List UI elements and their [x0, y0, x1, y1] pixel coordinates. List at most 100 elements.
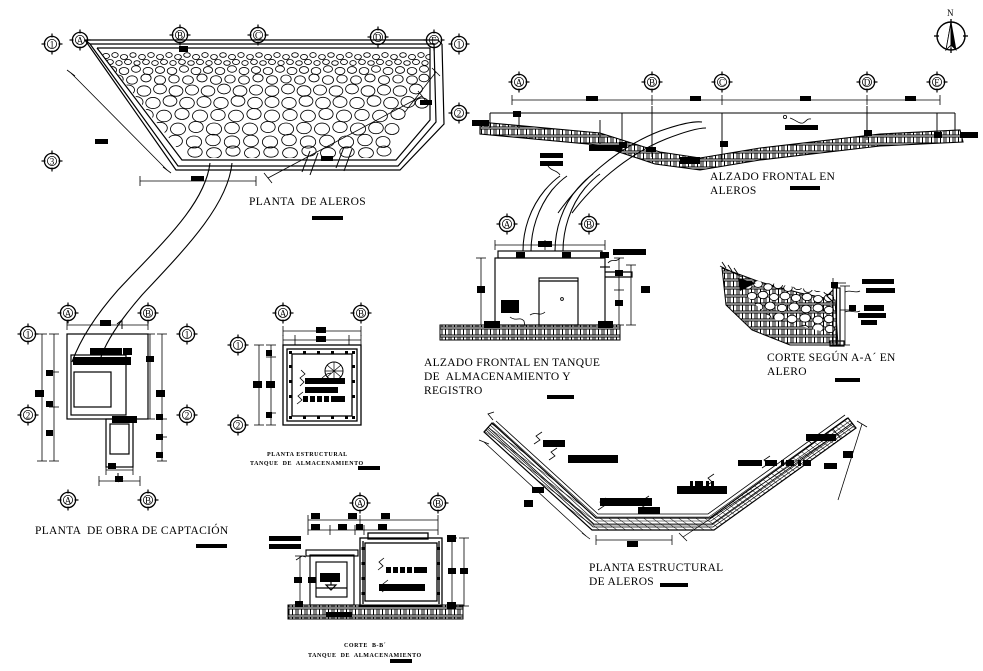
view-planta-obra-captacion: A B A B 1 2 1 2: [16, 301, 199, 512]
svg-text:B: B: [177, 31, 183, 41]
title-estr-aleros-line1: PLANTA ESTRUCTURAL: [589, 562, 724, 574]
svg-text:C: C: [255, 31, 261, 41]
svg-text:A: A: [77, 36, 84, 46]
corte-bb-ground: [287, 604, 464, 620]
estr-aleros-rebar-lines: [486, 417, 854, 526]
title-underline-estr-aleros: [660, 583, 688, 587]
svg-text:A: A: [504, 220, 511, 230]
rubble-stone-fill: [100, 52, 430, 158]
svg-text:B: B: [145, 309, 151, 319]
earth-hatch-band: [479, 121, 964, 171]
title-estr-tanque-line1: PLANTA ESTRUCTURAL: [267, 452, 348, 458]
alzado-aleros-leader: [547, 115, 812, 176]
title-alzado-aleros-line1: ALZADO FRONTAL EN: [710, 171, 836, 183]
alzado-aleros-bubbles: [507, 70, 949, 94]
title-corte-aa-line2: ALERO: [767, 366, 807, 378]
estr-tanque-leaders: [296, 369, 332, 405]
title-corte-bb-line1: CORTE B-B´: [344, 643, 387, 649]
svg-text:1: 1: [26, 330, 31, 340]
title-alzado-aleros-line2: ALEROS: [710, 185, 757, 197]
title-underline-planta-captacion: [196, 544, 227, 548]
title-underline-planta-aleros: [312, 216, 343, 220]
svg-text:1: 1: [185, 330, 190, 340]
svg-text:B: B: [586, 220, 592, 230]
estr-aleros-dims: [478, 420, 868, 545]
tanque-body: [494, 250, 633, 326]
view-planta-estructural-aleros: [478, 411, 868, 545]
svg-text:A: A: [357, 499, 364, 509]
svg-text:1: 1: [236, 341, 241, 351]
corte-bb-rebar-dots: [361, 547, 440, 595]
captacion-bubble-labels: A B A B 1 2 1 2: [26, 309, 190, 506]
svg-text:3: 3: [50, 157, 55, 167]
tanque-dimensions: [476, 240, 636, 326]
estr-tanque-bubble-labels: A B 1 2: [236, 309, 364, 431]
tanque-leaders: [509, 257, 621, 327]
alzado-aleros-top-line: [489, 112, 956, 134]
svg-text:A: A: [280, 309, 287, 319]
svg-text:2: 2: [457, 109, 462, 119]
corte-aa-wall: [826, 287, 845, 347]
title-underline-corte-bb: [390, 659, 412, 663]
flow-channel-captacion: [71, 162, 233, 363]
title-corte-aa-line1: CORTE SEGÚN A-A´ EN: [767, 352, 896, 364]
title-alzado-tanque-line2: DE ALMACENAMIENTO Y: [424, 371, 571, 383]
corte-aa-leaders: [844, 290, 861, 313]
corte-bb-bubbles: [348, 491, 450, 515]
svg-text:E: E: [431, 36, 437, 46]
view-planta-aleros: A B C D E 1 3 1 2: [40, 23, 471, 363]
estr-tanque-dims: [254, 326, 362, 426]
title-corte-bb-line2: TANQUE DE ALMACENAMIENTO: [308, 653, 422, 659]
svg-text:B: B: [435, 499, 441, 509]
title-planta-captacion: PLANTA DE OBRA DE CAPTACIÓN: [35, 525, 229, 537]
estr-aleros-band: [483, 414, 857, 531]
svg-text:2: 2: [236, 421, 241, 431]
title-alzado-tanque-line3: REGISTRO: [424, 385, 483, 397]
estr-tanque-outline: [282, 344, 362, 426]
tanque-ground-hatch: [439, 324, 621, 341]
title-estr-tanque-line2: TANQUE DE ALMACENAMIENTO: [250, 461, 364, 467]
svg-text:B: B: [649, 78, 655, 88]
alzado-aleros-dim-chain: [511, 95, 941, 105]
title-alzado-tanque-line1: ALZADO FRONTAL EN TANQUE: [424, 357, 601, 369]
title-planta-aleros: PLANTA DE ALEROS: [249, 196, 366, 208]
title-underline-alzado-tanque: [547, 395, 574, 399]
corte-aa-terrain-line: [719, 261, 743, 278]
view-corte-aa-alero: [719, 261, 861, 347]
svg-text:B: B: [358, 309, 364, 319]
dimension-lines-planta-aleros: [66, 67, 441, 186]
grid-bubble-labels: A B C D E 1 3 1 2: [50, 31, 462, 167]
svg-text:2: 2: [185, 411, 190, 421]
title-underline-alzado-aleros: [790, 186, 820, 190]
svg-text:C: C: [719, 78, 725, 88]
north-label: N: [947, 8, 954, 18]
svg-text:A: A: [65, 309, 72, 319]
tanque-inlet-pipes: [522, 173, 601, 252]
svg-text:B: B: [145, 496, 151, 506]
svg-text:2: 2: [26, 411, 31, 421]
svg-text:A: A: [516, 78, 523, 88]
title-underline-corte-aa: [835, 378, 860, 382]
captacion-section-marks: [116, 319, 124, 483]
svg-text:D: D: [375, 33, 382, 43]
wall-joint-ticks: [301, 146, 353, 176]
estr-tanque-rebar-dots: [289, 351, 355, 419]
svg-text:1: 1: [50, 40, 55, 50]
title-underline-estr-tanque: [358, 466, 380, 470]
svg-text:D: D: [864, 78, 871, 88]
svg-text:1: 1: [457, 40, 462, 50]
tanque-bubbles: [495, 212, 601, 236]
svg-text:A: A: [65, 496, 72, 506]
door-handle-icon: [560, 297, 564, 301]
svg-text:E: E: [934, 78, 940, 88]
north-arrow-graphic: [934, 19, 968, 53]
corte-aa-solid-cap: [738, 278, 756, 291]
view-planta-estructural-tanque: A B 1 2: [226, 301, 373, 437]
alzado-aleros-bubble-labels: A B C D E: [516, 78, 941, 88]
